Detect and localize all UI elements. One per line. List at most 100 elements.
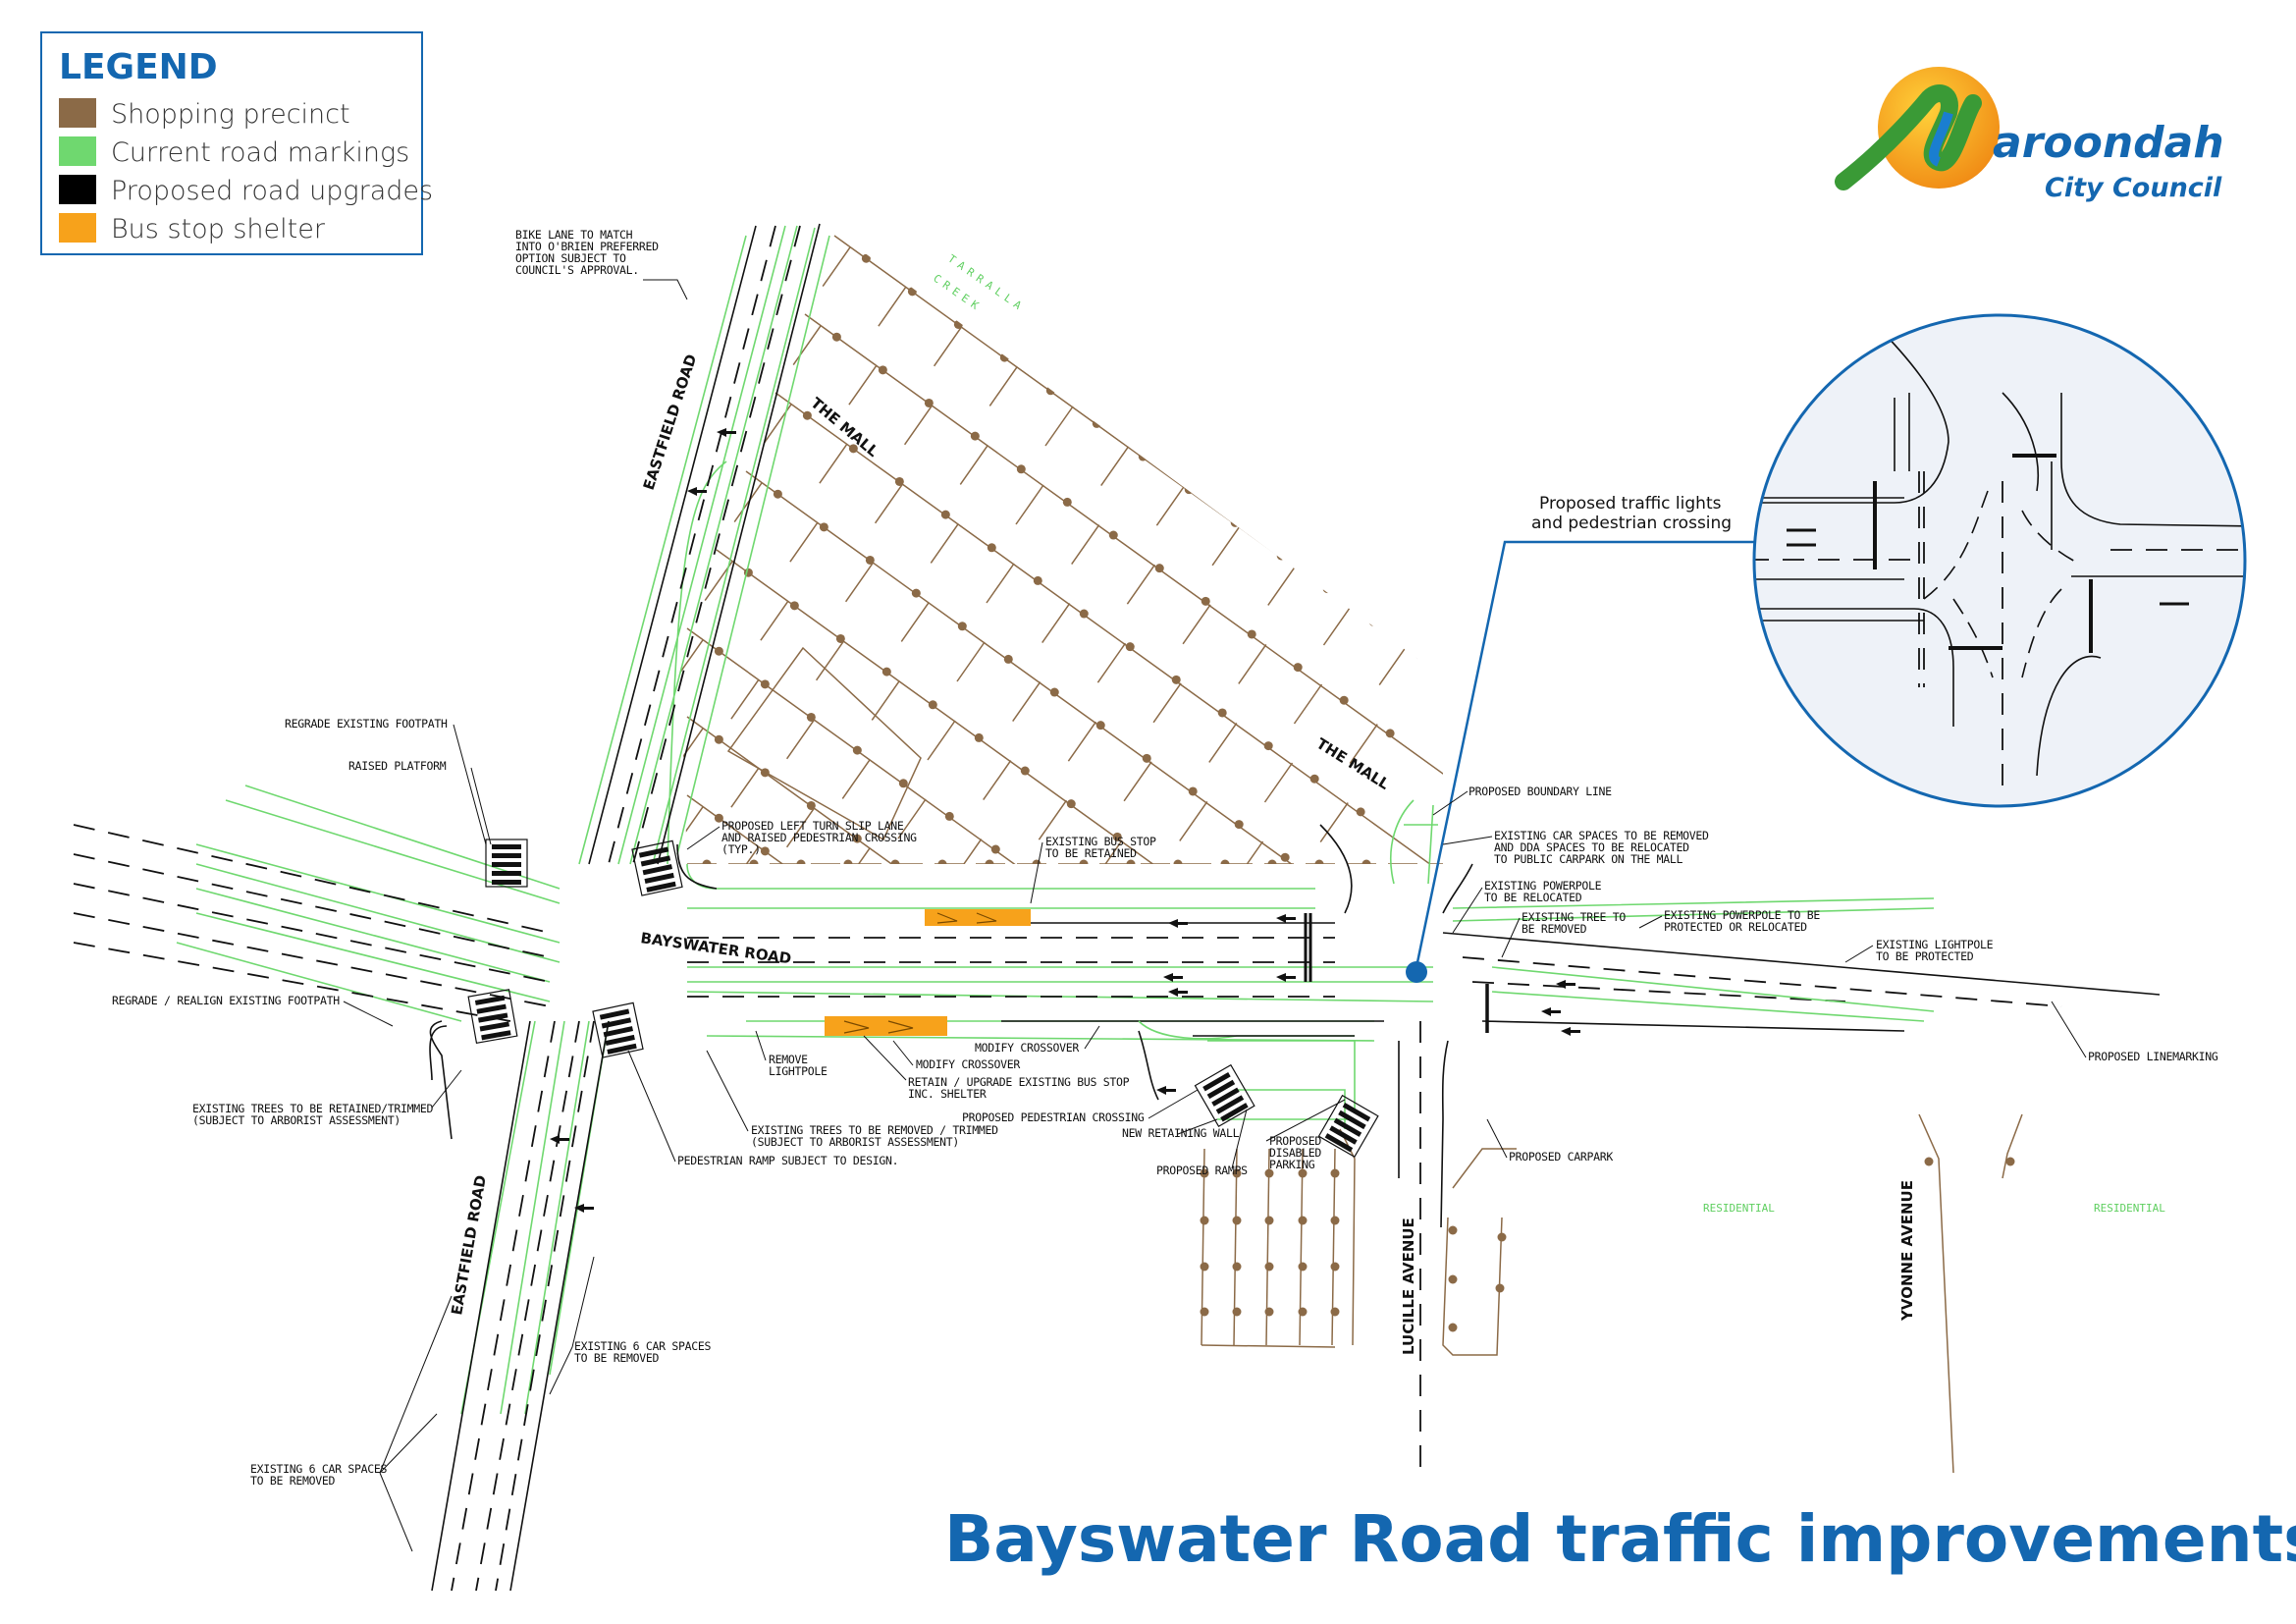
tree-dot xyxy=(1003,654,1013,664)
tree-dot xyxy=(1232,1307,1242,1317)
tree-dot xyxy=(1330,1262,1340,1272)
tree-dot xyxy=(1092,418,1101,428)
annotation-line: EXISTING TREE TO xyxy=(1522,910,1626,924)
bus-shelter-south xyxy=(825,1016,947,1036)
lane-arrow-icon xyxy=(550,1135,569,1144)
lane-arrow-icon xyxy=(687,487,707,496)
tree-dot xyxy=(1264,1168,1274,1178)
tree-dot xyxy=(1038,878,1046,887)
annotation-line: PROPOSED RAMPS xyxy=(1156,1164,1248,1177)
tree-dot xyxy=(894,476,904,486)
annotation-line: TO BE REMOVED xyxy=(250,1474,335,1488)
annotation: PEDESTRIAN RAMP SUBJECT TO DESIGN. xyxy=(677,1154,898,1167)
annotation-line: (SUBJECT TO ARBORIST ASSESSMENT) xyxy=(751,1135,959,1149)
tree-dot xyxy=(1184,485,1194,495)
tree-dot xyxy=(1062,497,1072,507)
tree-dot xyxy=(1200,1216,1209,1225)
pedestrian-crossing xyxy=(467,989,518,1045)
annotation-line: REGRADE EXISTING FOOTPATH xyxy=(285,717,448,731)
legend-item: Shopping precinct xyxy=(59,98,350,130)
leader-lines xyxy=(343,279,2087,1552)
annotation-line: DISABLED xyxy=(1269,1146,1321,1160)
tree-dot xyxy=(1230,517,1240,527)
road-label: LUCILLE AVENUE xyxy=(1400,1218,1417,1355)
annotation-line: (SUBJECT TO ARBORIST ASSESSMENT) xyxy=(192,1113,400,1127)
annotation-line: PROPOSED xyxy=(1269,1134,1321,1148)
annotation-line: AND DDA SPACES TO BE RELOCATED xyxy=(1494,840,1689,854)
lane-arrow-icon xyxy=(1561,1027,1580,1036)
tree-dot xyxy=(1222,1177,1231,1186)
inset-label-line2: and pedestrian crossing xyxy=(1531,514,1732,533)
logo-subtitle: City Council xyxy=(2045,173,2222,203)
tree-dot xyxy=(987,543,996,553)
tree-dot xyxy=(714,813,723,823)
tree-dot xyxy=(831,332,841,342)
legend-item: Proposed road upgrades xyxy=(59,175,433,206)
lane-arrow-icon xyxy=(1168,988,1188,997)
pedestrian-crossing xyxy=(592,1001,644,1058)
annotation-line: REMOVE xyxy=(769,1053,808,1066)
legend-swatch xyxy=(59,136,96,166)
annotation-line: PROPOSED BOUNDARY LINE xyxy=(1468,785,1612,798)
road-label: YVONNE AVENUE xyxy=(1898,1180,1916,1322)
annotation-line: REGRADE / REALIGN EXISTING FOOTPATH xyxy=(112,994,340,1007)
green-label: TARRALLA xyxy=(945,252,1028,315)
pedestrian-crossing xyxy=(1194,1063,1255,1128)
tree-dot xyxy=(1252,932,1260,941)
lane-arrows xyxy=(550,428,1580,1213)
annotation-line: COUNCIL'S APPROVAL. xyxy=(515,263,639,277)
legend-label: Shopping precinct xyxy=(111,99,350,130)
legend-label: Current road markings xyxy=(111,137,409,168)
tree-dot xyxy=(1232,1262,1242,1272)
tree-dot xyxy=(1200,1307,1209,1317)
tree-dot xyxy=(1095,721,1105,731)
tree-dot xyxy=(789,601,799,611)
tree-dot xyxy=(945,979,954,988)
tree-dot xyxy=(911,588,921,598)
tree-dot xyxy=(853,913,862,922)
tree-dot xyxy=(899,946,908,954)
tree-dot xyxy=(835,633,845,643)
tree-dot xyxy=(1066,799,1076,809)
annotation-line: TO PUBLIC CARPARK ON THE MALL xyxy=(1494,852,1682,866)
legend-title: LEGEND xyxy=(59,47,218,87)
tree-dot xyxy=(1222,1010,1231,1019)
tree-dot xyxy=(1232,1216,1242,1225)
tree-dot xyxy=(1264,1216,1274,1225)
pedestrian-crossing xyxy=(485,839,528,888)
annotation-line: OPTION SUBJECT TO xyxy=(515,251,626,265)
tree-dot xyxy=(1045,386,1055,396)
annotation-line: MODIFY CROSSOVER xyxy=(916,1057,1020,1071)
annotation-line: EXISTING POWERPOLE xyxy=(1484,879,1602,893)
tree-dot xyxy=(899,867,908,876)
annotation-line: PROPOSED LINEMARKING xyxy=(2088,1050,2218,1063)
legend-item: Current road markings xyxy=(59,136,409,168)
tree-dot xyxy=(806,800,816,810)
tree-dot xyxy=(802,410,812,420)
annotation: PROPOSED RAMPS xyxy=(1156,1164,1248,1177)
annotation: PROPOSED LINEMARKING xyxy=(2088,1050,2218,1063)
lane-arrow-icon xyxy=(574,1204,594,1213)
annotation-line: TO BE RETAINED xyxy=(1045,846,1137,860)
tree-dot xyxy=(861,253,871,263)
road-label: THE MALL xyxy=(807,394,881,460)
tree-dot xyxy=(1188,786,1198,796)
annotation: REGRADE EXISTING FOOTPATH xyxy=(285,717,448,731)
tree-dot xyxy=(806,712,816,722)
tree-dot xyxy=(928,700,937,710)
annotation: MODIFY CROSSOVER xyxy=(916,1057,1020,1071)
tree-dot xyxy=(1201,596,1210,606)
tree-dot xyxy=(714,646,723,656)
annotation-line: MODIFY CROSSOVER xyxy=(975,1041,1079,1055)
intersection-inset: Proposed traffic lights and pedestrian c… xyxy=(1406,313,2247,983)
annotation-line: PEDESTRIAN RAMP SUBJECT TO DESIGN. xyxy=(677,1154,898,1167)
annotation: MODIFY CROSSOVER xyxy=(975,1041,1079,1055)
annotation-line: PROPOSED LEFT TURN SLIP LANE xyxy=(721,819,904,833)
tree-dot xyxy=(1171,675,1181,684)
tree-dot xyxy=(1130,1032,1139,1041)
tree-dot xyxy=(1125,642,1135,652)
